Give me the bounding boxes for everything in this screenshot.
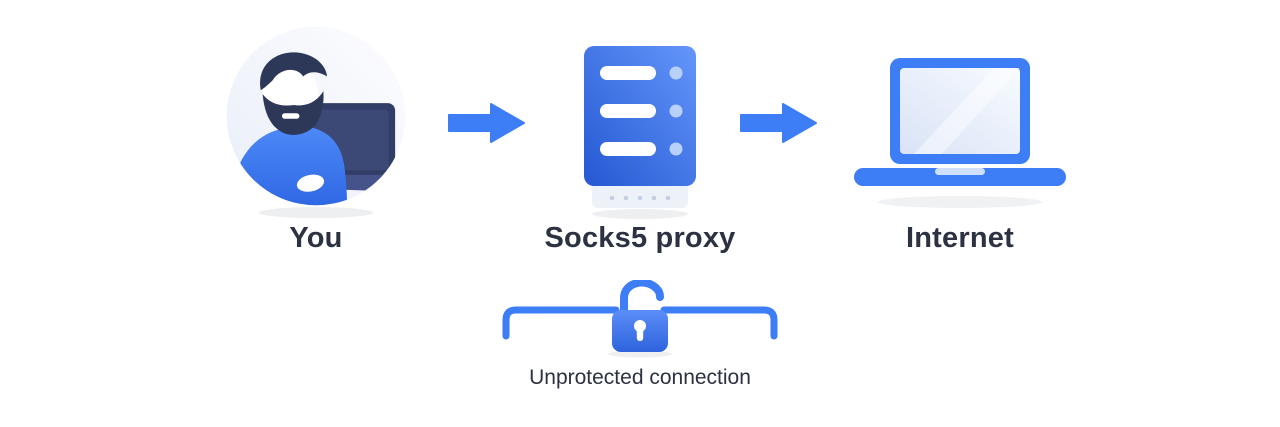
arrow-right-icon <box>448 101 526 145</box>
arrow-right-icon <box>740 101 818 145</box>
node-label-socks5-proxy: Socks5 proxy <box>544 222 736 254</box>
server-icon <box>576 42 704 220</box>
open-padlock-icon <box>500 280 780 358</box>
bracket-left <box>502 306 620 340</box>
laptop-icon <box>852 56 1068 214</box>
node-label-you: You <box>289 222 343 254</box>
user-avatar-icon <box>224 24 408 220</box>
bracket-right <box>660 306 778 340</box>
security-caption: Unprotected connection <box>529 366 751 389</box>
node-label-internet: Internet <box>906 222 1014 254</box>
